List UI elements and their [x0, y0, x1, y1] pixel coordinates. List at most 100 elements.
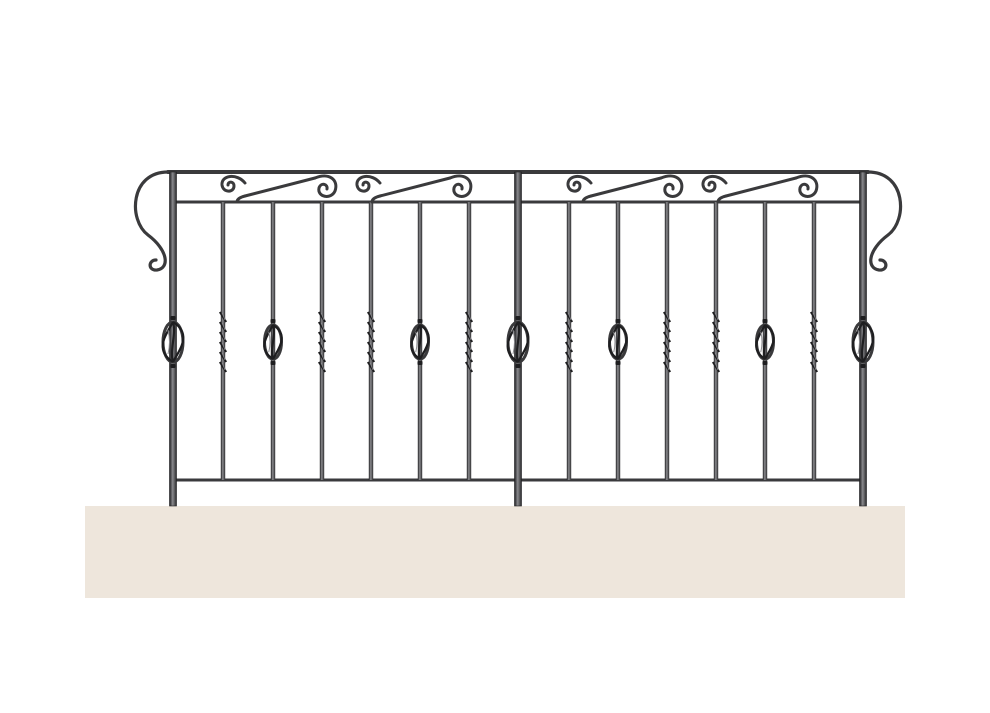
- twist-highlight: [714, 362, 719, 371]
- twist-stroke: [564, 321, 574, 333]
- baluster-12: [811, 202, 817, 480]
- twist-stroke: [218, 311, 228, 323]
- scroll-foot: [581, 194, 593, 204]
- twist-stroke: [464, 321, 474, 333]
- twisted-section: [662, 311, 672, 373]
- basket-wire: [506, 321, 519, 363]
- twist-stroke: [464, 331, 474, 343]
- twist-stroke: [317, 331, 327, 343]
- twist-stroke: [711, 351, 721, 363]
- basket-collar-top: [170, 316, 176, 320]
- basket-wire: [755, 324, 766, 360]
- scroll-curl-left: [566, 175, 593, 193]
- twist-highlight: [320, 362, 325, 371]
- twisted-section: [464, 311, 474, 373]
- twist-highlight: [221, 362, 226, 371]
- basket-collar-top: [270, 319, 276, 323]
- scroll-curl-right: [659, 174, 684, 198]
- basket-wire: [172, 321, 185, 363]
- basket-collar-bottom: [515, 364, 521, 368]
- twist-highlight: [812, 332, 817, 341]
- twist-stroke: [366, 351, 376, 363]
- basket-highlight: [167, 329, 170, 355]
- basket-twist-post-3: [851, 316, 875, 368]
- scroll-curl-left: [220, 175, 247, 193]
- scroll-group-2: [355, 174, 473, 204]
- twist-stroke: [366, 331, 376, 343]
- basket-wire: [418, 324, 422, 360]
- twist-stroke: [711, 321, 721, 333]
- basket-wire: [410, 324, 421, 360]
- twisted-section: [564, 311, 574, 373]
- scroll-curl-left: [701, 175, 728, 193]
- twist-highlight: [369, 322, 374, 331]
- scroll-foot: [235, 194, 247, 204]
- basket-wire: [764, 324, 775, 360]
- twist-highlight: [467, 352, 472, 361]
- twisted-section: [809, 311, 819, 373]
- twist-highlight: [320, 312, 325, 321]
- twist-stroke: [809, 311, 819, 323]
- twist-stroke: [218, 341, 228, 353]
- twist-highlight: [567, 312, 572, 321]
- baskets-group: [161, 316, 875, 368]
- baluster-3: [319, 202, 325, 480]
- twist-highlight: [714, 352, 719, 361]
- basket-collar-bottom: [270, 361, 276, 365]
- twist-stroke: [809, 351, 819, 363]
- twist-highlight: [665, 312, 670, 321]
- twist-highlight: [369, 362, 374, 371]
- basket-twist-bar-4: [755, 319, 775, 365]
- scroll-curl-left: [355, 175, 382, 193]
- twist-highlight: [320, 322, 325, 331]
- basket-wire: [272, 324, 283, 360]
- basket-twist-post-1: [161, 316, 185, 368]
- basket-wire: [616, 324, 620, 360]
- basket-twist-bar-2: [410, 319, 430, 365]
- baluster-10: [713, 202, 719, 480]
- basket-collar-top: [515, 316, 521, 320]
- basket-collar-top: [615, 319, 621, 323]
- twist-stroke: [809, 341, 819, 353]
- twist-stroke: [711, 361, 721, 373]
- twist-highlight: [714, 322, 719, 331]
- twist-highlight: [812, 342, 817, 351]
- twist-highlight: [467, 322, 472, 331]
- stone-plinth: [85, 506, 905, 598]
- twist-highlight: [812, 352, 817, 361]
- basket-collar-top: [860, 316, 866, 320]
- twisted-section: [366, 311, 376, 373]
- baluster-7: [566, 202, 572, 480]
- twist-stroke: [366, 341, 376, 353]
- twist-highlight: [467, 332, 472, 341]
- basket-wire: [862, 321, 875, 363]
- basket-highlight: [857, 329, 860, 355]
- twist-stroke: [809, 361, 819, 373]
- twist-highlight: [665, 332, 670, 341]
- basket-highlight: [415, 331, 418, 353]
- twist-stroke: [711, 311, 721, 323]
- twist-highlight: [665, 352, 670, 361]
- twist-highlight: [369, 312, 374, 321]
- twist-highlight: [567, 322, 572, 331]
- twist-stroke: [366, 311, 376, 323]
- twist-stroke: [218, 361, 228, 373]
- twist-stroke: [662, 341, 672, 353]
- twist-stroke: [317, 351, 327, 363]
- twisted-section: [218, 311, 228, 373]
- end-scroll-left-curve: [133, 170, 170, 272]
- scroll-curl-right: [313, 174, 338, 198]
- twist-stroke: [218, 321, 228, 333]
- twist-highlight: [567, 362, 572, 371]
- twist-highlight: [221, 322, 226, 331]
- twist-highlight: [665, 322, 670, 331]
- twist-stroke: [662, 361, 672, 373]
- basket-collar-bottom: [170, 364, 176, 368]
- twist-highlight: [714, 332, 719, 341]
- scroll-curl-right: [448, 174, 473, 198]
- twist-stroke: [809, 321, 819, 333]
- twist-stroke: [662, 331, 672, 343]
- baluster-1: [220, 202, 226, 480]
- twist-stroke: [662, 311, 672, 323]
